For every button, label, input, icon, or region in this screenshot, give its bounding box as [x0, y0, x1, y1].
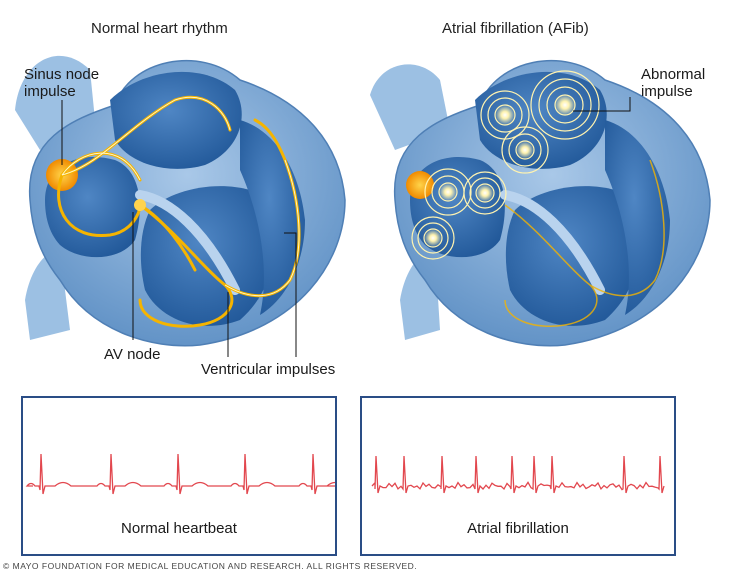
sinus-node-label-line1: Sinus node	[24, 66, 100, 83]
normal-ecg-trace	[25, 453, 335, 495]
abnormal-impulse-label-line2: impulse	[641, 83, 693, 100]
normal-ecg-caption: Normal heartbeat	[121, 520, 237, 537]
abnormal-impulse-label-line1: Abnormal	[641, 66, 706, 83]
copyright-notice: © MAYO FOUNDATION FOR MEDICAL EDUCATION …	[3, 561, 418, 571]
afib-ecg-panel: Atrial fibrillation	[360, 396, 676, 556]
heart-illustrations	[15, 55, 711, 357]
sinus-node-label: Sinus node impulse	[24, 66, 99, 100]
afib-heart-diagram	[370, 59, 711, 347]
normal-ecg-panel: Normal heartbeat	[21, 396, 337, 556]
afib-ecg-caption: Atrial fibrillation	[467, 520, 569, 537]
abnormal-impulse-label: Abnormal impulse	[641, 66, 705, 100]
afib-title: Atrial fibrillation (AFib)	[442, 20, 589, 37]
afib-ecg-trace	[371, 455, 665, 494]
ventricular-impulses-label: Ventricular impulses	[201, 361, 336, 378]
sinus-node-label-line2: impulse	[24, 83, 76, 100]
av-node-label: AV node	[104, 346, 161, 363]
normal-heart-diagram	[15, 55, 346, 357]
normal-rhythm-title: Normal heart rhythm	[91, 20, 228, 37]
